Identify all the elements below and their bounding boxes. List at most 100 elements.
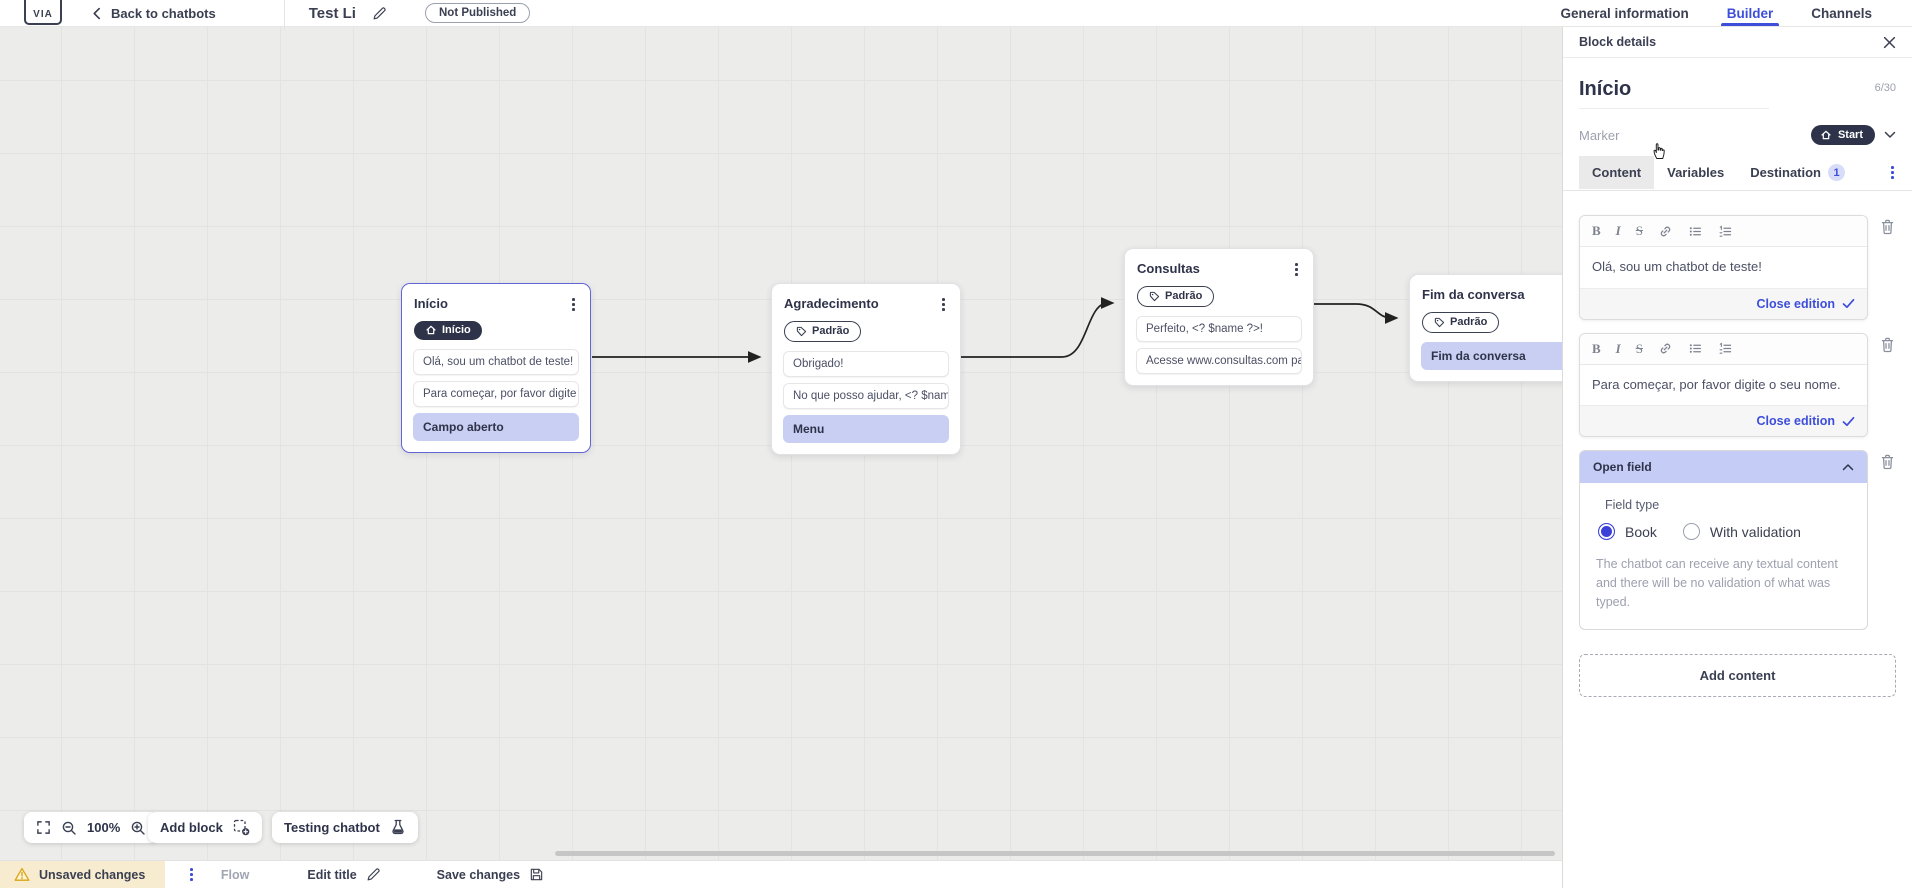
app-logo: VIA (24, 0, 62, 25)
radio-with-validation[interactable] (1682, 523, 1700, 540)
message-row[interactable]: Acesse www.consultas.com par... (1136, 347, 1302, 374)
add-block-label: Add block (160, 820, 223, 835)
bottom-options-button[interactable] (187, 866, 195, 883)
tag-icon (796, 326, 807, 336)
marker-value-pill[interactable]: Start (1810, 125, 1875, 145)
editor-text[interactable]: Olá, sou um chatbot de teste! (1592, 259, 1762, 274)
zoom-in-icon (131, 821, 145, 835)
trash-icon (1881, 219, 1894, 235)
zoom-out-icon (62, 821, 76, 835)
delete-content-button[interactable] (1879, 453, 1896, 471)
panel-title: Block details (1579, 35, 1657, 49)
tag-icon (1149, 291, 1160, 301)
message-row[interactable]: Olá, sou um chatbot de teste! (413, 348, 579, 375)
check-icon (1842, 416, 1855, 426)
message-row[interactable]: Perfeito, <? $name ?>! (1136, 315, 1302, 342)
badge-label: Início (442, 324, 471, 337)
italic-button[interactable]: I (1615, 223, 1621, 238)
strikethrough-button[interactable]: S (1635, 223, 1643, 238)
radio-book-label: Book (1625, 523, 1657, 540)
bold-button[interactable]: B (1592, 340, 1601, 356)
horizontal-scrollbar[interactable] (555, 851, 1555, 856)
save-changes-label: Save changes (436, 867, 521, 882)
open-field-header[interactable]: Open field (1580, 451, 1867, 483)
connection-wires (592, 297, 1399, 363)
unsaved-changes-label: Unsaved changes (39, 867, 146, 882)
zoom-level: 100% (87, 820, 121, 835)
default-marker-badge: Padrão (1137, 285, 1215, 307)
italic-button[interactable]: I (1615, 340, 1621, 356)
flow-block-agradecimento[interactable]: Agradecimento Padrão Obrigado! No que po… (771, 283, 961, 455)
default-marker-badge: Padrão (784, 320, 862, 342)
panel-options-button[interactable] (1888, 164, 1896, 181)
close-edition-button[interactable]: Close edition (1580, 405, 1867, 436)
bold-button[interactable]: B (1592, 223, 1601, 238)
close-panel-button[interactable] (1883, 36, 1896, 49)
message-row[interactable]: Para começar, por favor digite o ... (413, 380, 579, 407)
edit-chatbot-title-button[interactable] (372, 6, 387, 21)
tab-content[interactable]: Content (1579, 156, 1655, 189)
back-label: Back to chatbots (111, 5, 216, 21)
fit-screen-button[interactable] (36, 820, 51, 835)
add-content-button[interactable]: Add content (1579, 654, 1896, 698)
edit-title-button[interactable]: Edit title (307, 867, 380, 882)
flow-canvas[interactable]: Início Início Olá, sou um chatbot de tes… (0, 27, 1562, 860)
block-menu-button[interactable] (939, 296, 948, 313)
add-block-button[interactable]: Add block (148, 812, 262, 843)
message-row[interactable]: No que posso ajudar, <? $name ... (783, 382, 949, 409)
radio-book[interactable] (1598, 523, 1615, 540)
bullet-list-button[interactable] (1688, 341, 1703, 356)
tab-variables[interactable]: Variables (1667, 165, 1725, 180)
flow-block-inicio[interactable]: Início Início Olá, sou um chatbot de tes… (401, 283, 591, 453)
open-field-row[interactable]: Campo aberto (413, 412, 579, 441)
destination-count-badge: 1 (1828, 164, 1846, 181)
block-title: Agradecimento (784, 296, 879, 311)
home-icon (426, 325, 436, 335)
marker-label: Marker (1579, 127, 1620, 143)
pencil-icon (373, 6, 386, 19)
link-button[interactable] (1658, 341, 1673, 356)
numbered-list-button[interactable] (1718, 224, 1733, 239)
delete-content-button[interactable] (1879, 218, 1896, 236)
block-menu-button[interactable] (1292, 261, 1301, 278)
badge-label: Padrão (1450, 316, 1488, 329)
testing-chatbot-button[interactable]: Testing chatbot (272, 812, 418, 843)
save-changes-button[interactable]: Save changes (437, 867, 544, 882)
chatbot-title: Test Li (308, 4, 356, 22)
chevron-down-icon[interactable] (1884, 131, 1896, 139)
tab-builder[interactable]: Builder (1720, 0, 1779, 26)
numbered-list-button[interactable] (1718, 341, 1733, 356)
flow-view-label[interactable]: Flow (220, 867, 250, 882)
end-conversation-row[interactable]: Fim da conversa (1421, 341, 1562, 370)
zoom-out-button[interactable] (61, 820, 77, 836)
tag-icon (1434, 317, 1445, 327)
link-button[interactable] (1658, 224, 1673, 239)
fit-screen-icon (37, 821, 50, 834)
default-marker-badge: Padrão (1422, 311, 1500, 333)
tab-channels[interactable]: Channels (1811, 5, 1872, 21)
character-counter: 6/30 (1874, 82, 1896, 94)
editor-text[interactable]: Para começar, por favor digite o seu nom… (1592, 376, 1841, 392)
close-icon (1883, 36, 1896, 48)
delete-content-button[interactable] (1879, 336, 1896, 354)
zoom-in-button[interactable] (130, 820, 146, 836)
message-row[interactable]: Obrigado! (783, 350, 949, 377)
trash-icon (1881, 337, 1894, 352)
flow-block-fim-da-conversa[interactable]: Fim da conversa Padrão Fim da conversa (1409, 274, 1562, 382)
block-menu-button[interactable] (569, 296, 578, 313)
marker-value: Start (1837, 129, 1863, 141)
bullet-list-button[interactable] (1688, 224, 1703, 239)
flow-block-consultas[interactable]: Consultas Padrão Perfeito, <? $name ?>! … (1124, 248, 1314, 386)
close-edition-button[interactable]: Close edition (1580, 287, 1867, 319)
tab-destination[interactable]: Destination 1 (1737, 155, 1858, 190)
logo-text: VIA (33, 9, 53, 20)
status-badge: Not Published (424, 3, 531, 23)
back-to-chatbots-link[interactable]: Back to chatbots (92, 6, 216, 21)
strikethrough-button[interactable]: S (1635, 340, 1643, 356)
tab-general-information[interactable]: General information (1560, 5, 1689, 21)
open-field-card: Open field Field type Book With validati… (1579, 450, 1868, 631)
menu-row[interactable]: Menu (783, 414, 949, 443)
block-name-input[interactable]: Início (1579, 78, 1769, 109)
check-icon (1842, 298, 1855, 309)
